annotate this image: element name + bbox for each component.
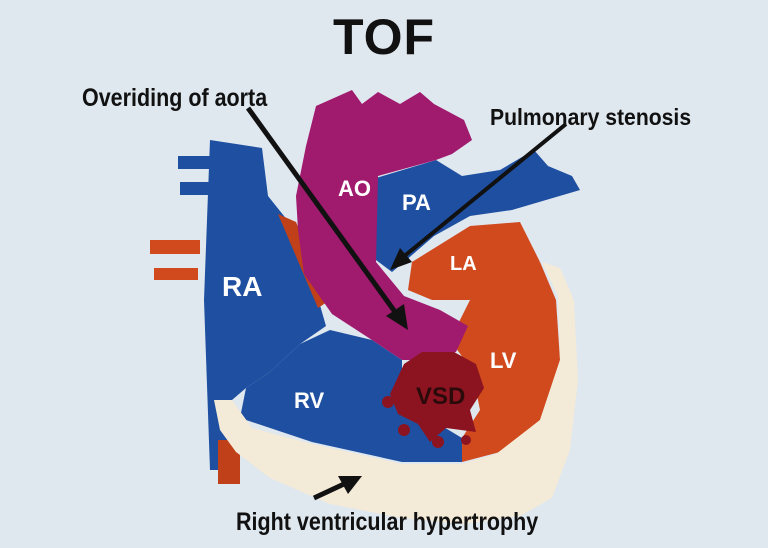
- label-vsd: VSD: [416, 383, 465, 410]
- callout-rv-hypertrophy: Right ventricular hypertrophy: [236, 508, 539, 536]
- arrowhead-pulmonary-stenosis: [390, 248, 412, 270]
- label-lv: LV: [490, 348, 517, 373]
- label-ra: RA: [222, 271, 262, 302]
- vsd-droplet-1: [382, 396, 394, 408]
- arrowhead-overriding-aorta: [386, 304, 408, 330]
- rv-wall-hypertrophy: [214, 262, 578, 524]
- pulmonary-artery-shape: [376, 150, 580, 272]
- arrow-pulmonary-stenosis: [400, 122, 568, 260]
- diagram-title: TOF: [332, 9, 436, 65]
- left-ventricle-shape: [450, 262, 560, 462]
- vsd-droplet-4: [461, 435, 471, 445]
- arrow-rv-hypertrophy: [312, 481, 346, 501]
- vsd-shape: [390, 352, 484, 442]
- vsd-droplet-3: [432, 436, 444, 448]
- label-rv: RV: [294, 388, 324, 413]
- arrow-overriding-aorta: [245, 106, 401, 318]
- ivc-stub: [218, 440, 240, 484]
- callout-overriding-aorta: Overiding of aorta: [82, 84, 268, 112]
- label-ao: AO: [338, 176, 371, 201]
- callout-pulmonary-stenosis: Pulmonary stenosis: [490, 104, 692, 130]
- pulmonary-vein-stub-upper: [150, 240, 200, 254]
- label-pa: PA: [402, 190, 431, 215]
- svc-stub-upper: [178, 156, 210, 169]
- arrowhead-rv-hypertrophy: [338, 476, 362, 494]
- vsd-droplet-2: [398, 424, 410, 436]
- pulmonary-vein-stub-lower: [154, 268, 198, 280]
- left-atrium-shape: [408, 222, 540, 300]
- svc-stub-lower: [180, 182, 212, 195]
- right-atrium-shape: [204, 140, 326, 470]
- label-la: LA: [450, 253, 477, 275]
- aorta-shape: [296, 90, 472, 360]
